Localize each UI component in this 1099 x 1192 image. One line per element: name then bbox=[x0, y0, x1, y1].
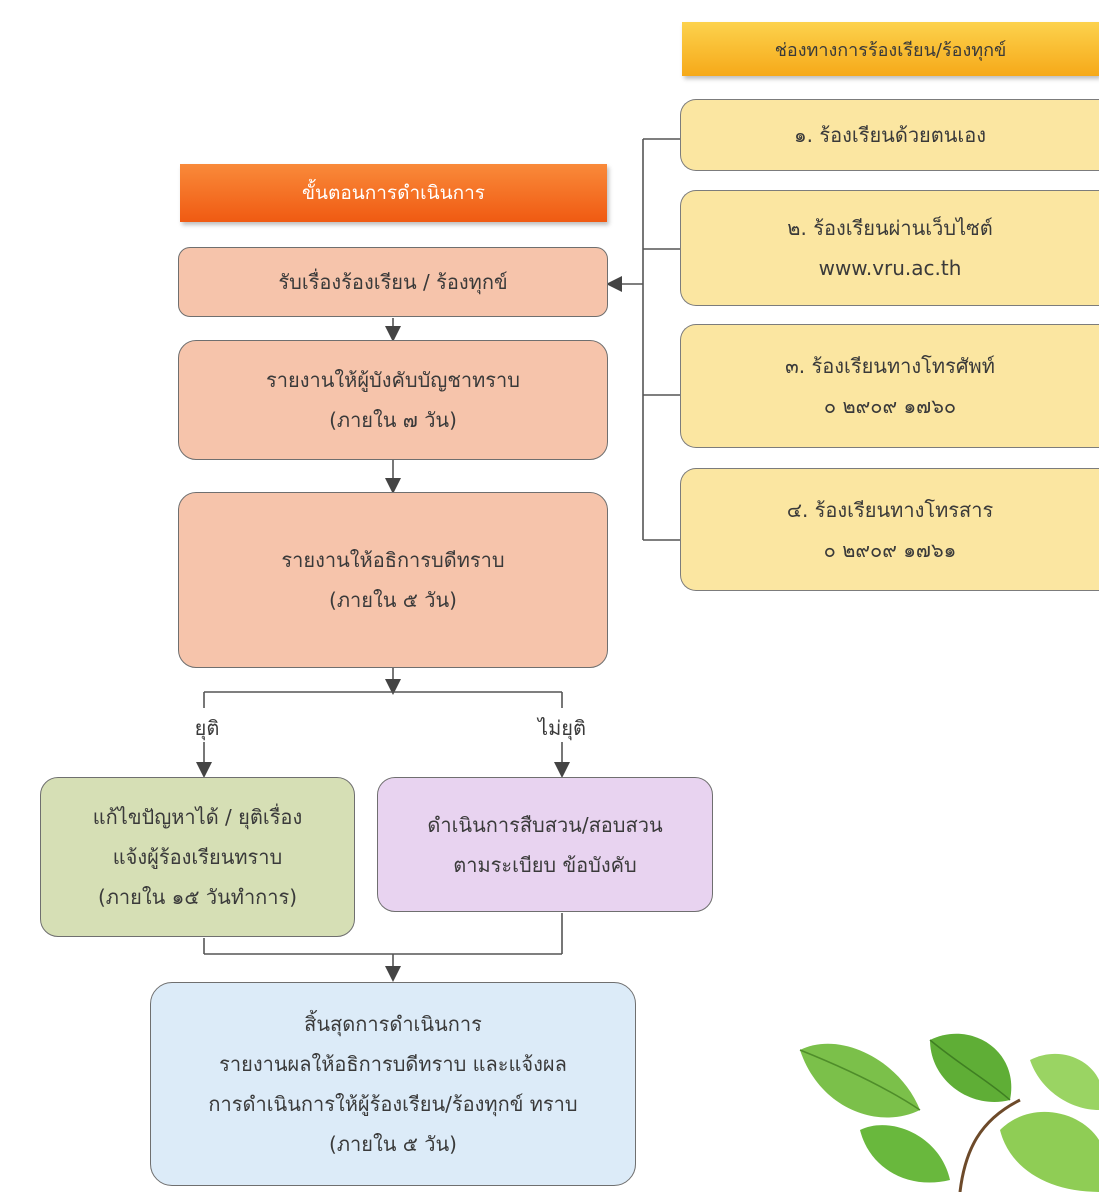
channel-phone-number: ๐ ๒๙๐๙ ๑๗๖๐ bbox=[823, 394, 957, 418]
report-president-box: รายงานให้อธิการบดีทราบ (ภายใน ๕ วัน) bbox=[178, 492, 608, 668]
leaves-decoration bbox=[799, 1033, 1099, 1192]
channel-phone: ๓. ร้องเรียนทางโทรศัพท์ ๐ ๒๙๐๙ ๑๗๖๐ bbox=[680, 324, 1099, 448]
report-president-text: รายงานให้อธิการบดีทราบ bbox=[281, 548, 505, 572]
branch-resolved-label: ยุติ bbox=[194, 716, 220, 740]
end-line-1: สิ้นสุดการดำเนินการ bbox=[304, 1012, 482, 1036]
unresolved-line-2: ตามระเบียบ ข้อบังคับ bbox=[453, 852, 637, 877]
channel-phone-label: ๓. ร้องเรียนทางโทรศัพท์ bbox=[785, 354, 995, 378]
end-line-3: การดำเนินการให้ผู้ร้องเรียน/ร้องทุกข์ ทร… bbox=[208, 1092, 578, 1116]
channel-in-person-label: ๑. ร้องเรียนด้วยตนเอง bbox=[793, 123, 987, 147]
end-line-2: รายงานผลให้อธิการบดีทราบ และแจ้งผล bbox=[219, 1052, 567, 1076]
unresolved-box: ดำเนินการสืบสวน/สอบสวน ตามระเบียบ ข้อบัง… bbox=[377, 777, 713, 912]
report-supervisor-box: รายงานให้ผู้บังคับบัญชาทราบ (ภายใน ๗ วัน… bbox=[178, 340, 608, 460]
channel-website: ๒. ร้องเรียนผ่านเว็บไซต์ www.vru.ac.th bbox=[680, 190, 1099, 306]
channel-website-label: ๒. ร้องเรียนผ่านเว็บไซต์ bbox=[787, 216, 993, 240]
channels-header: ช่องทางการร้องเรียน/ร้องทุกข์ bbox=[682, 22, 1099, 76]
resolved-box: แก้ไขปัญหาได้ / ยุติเรื่อง แจ้งผู้ร้องเร… bbox=[40, 777, 355, 937]
channel-fax-label: ๔. ร้องเรียนทางโทรสาร bbox=[786, 497, 994, 522]
report-president-deadline: (ภายใน ๕ วัน) bbox=[329, 588, 457, 612]
channel-website-url: www.vru.ac.th bbox=[818, 256, 962, 280]
process-header-text: ขั้นตอนการดำเนินการ bbox=[302, 182, 485, 204]
channel-in-person: ๑. ร้องเรียนด้วยตนเอง bbox=[680, 99, 1099, 171]
resolved-line-2: แจ้งผู้ร้องเรียนทราบ bbox=[112, 845, 283, 869]
end-line-4: (ภายใน ๕ วัน) bbox=[329, 1132, 457, 1156]
channel-fax: ๔. ร้องเรียนทางโทรสาร ๐ ๒๙๐๙ ๑๗๖๑ bbox=[680, 468, 1099, 591]
channel-fax-number: ๐ ๒๙๐๙ ๑๗๖๑ bbox=[823, 537, 957, 562]
branch-unresolved-label: ไม่ยุติ bbox=[538, 716, 586, 740]
report-supervisor-deadline: (ภายใน ๗ วัน) bbox=[329, 408, 457, 432]
end-box: สิ้นสุดการดำเนินการ รายงานผลให้อธิการบดี… bbox=[150, 982, 636, 1186]
unresolved-line-1: ดำเนินการสืบสวน/สอบสวน bbox=[427, 812, 663, 837]
resolved-line-3: (ภายใน ๑๕ วันทำการ) bbox=[97, 885, 298, 909]
report-supervisor-text: รายงานให้ผู้บังคับบัญชาทราบ bbox=[266, 368, 520, 392]
channels-header-text: ช่องทางการร้องเรียน/ร้องทุกข์ bbox=[774, 39, 1007, 61]
process-header: ขั้นตอนการดำเนินการ bbox=[180, 164, 607, 222]
resolved-line-1: แก้ไขปัญหาได้ / ยุติเรื่อง bbox=[92, 805, 303, 829]
receive-complaint-box: รับเรื่องร้องเรียน / ร้องทุกข์ bbox=[178, 247, 608, 317]
receive-complaint-text: รับเรื่องร้องเรียน / ร้องทุกข์ bbox=[278, 270, 508, 294]
